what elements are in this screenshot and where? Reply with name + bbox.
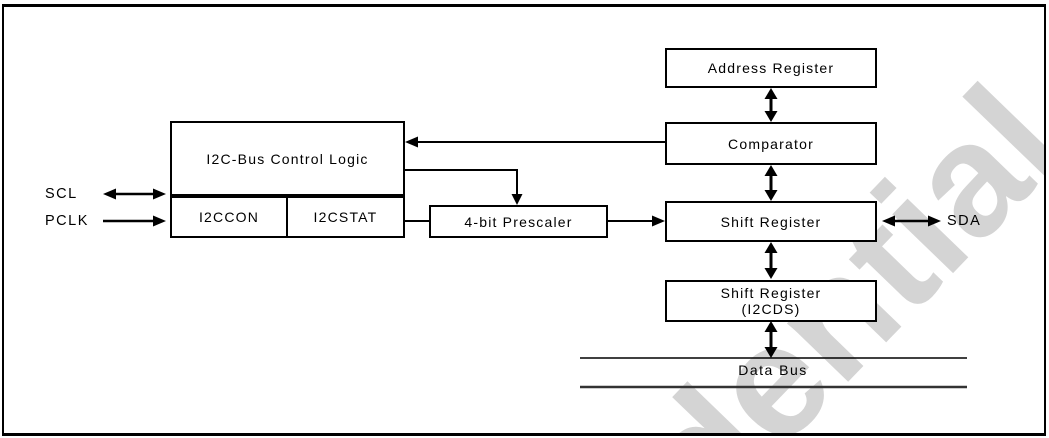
control-to-prescaler-arrow xyxy=(405,169,523,205)
connector-layer xyxy=(103,88,967,389)
comparator-shift-double-arrow xyxy=(764,165,778,201)
block-label: Comparator xyxy=(728,135,814,152)
scl-bidirectional-arrow xyxy=(103,188,166,200)
figure-frame: Confidential xyxy=(2,4,1046,436)
block-label: Shift Register xyxy=(720,213,822,230)
i2cds-databus-double-arrow xyxy=(764,321,778,358)
block-label: Address Register xyxy=(707,60,835,76)
data-bus-lines xyxy=(580,357,967,389)
block-label: 4-bit Prescaler xyxy=(464,213,573,230)
signal-label-sda: SDA xyxy=(947,213,982,229)
block-i2c-bus-control-logic: I2C-Bus Control Logic xyxy=(170,121,405,196)
block-comparator: Comparator xyxy=(665,122,877,165)
block-label-line1: Shift Register xyxy=(720,285,822,301)
sda-bidirectional-arrow xyxy=(882,215,941,227)
block-shift-register-i2cds: Shift Register (I2CDS) xyxy=(665,280,877,322)
signal-label-pclk: PCLK xyxy=(45,213,89,229)
shift-i2cds-double-arrow xyxy=(764,242,778,279)
prescaler-to-shift-arrow xyxy=(608,215,665,227)
pclk-arrow xyxy=(103,215,166,227)
block-register-row: I2CCON I2CSTAT xyxy=(170,196,405,238)
block-label: I2CCON xyxy=(198,209,260,225)
comparator-to-control-arrow xyxy=(405,136,665,148)
block-label: I2CSTAT xyxy=(313,209,378,225)
block-i2cstat: I2CSTAT xyxy=(288,198,403,236)
block-label-line2: (I2CDS) xyxy=(741,301,801,317)
block-address-register: Address Register xyxy=(665,48,877,88)
block-i2ccon: I2CCON xyxy=(172,198,288,236)
signal-label-scl: SCL xyxy=(45,186,78,202)
block-shift-register: Shift Register xyxy=(665,201,877,242)
addr-comparator-double-arrow xyxy=(764,88,778,122)
block-4bit-prescaler: 4-bit Prescaler xyxy=(429,205,608,238)
block-label: I2C-Bus Control Logic xyxy=(206,150,369,167)
data-bus-label: Data Bus xyxy=(738,362,808,378)
